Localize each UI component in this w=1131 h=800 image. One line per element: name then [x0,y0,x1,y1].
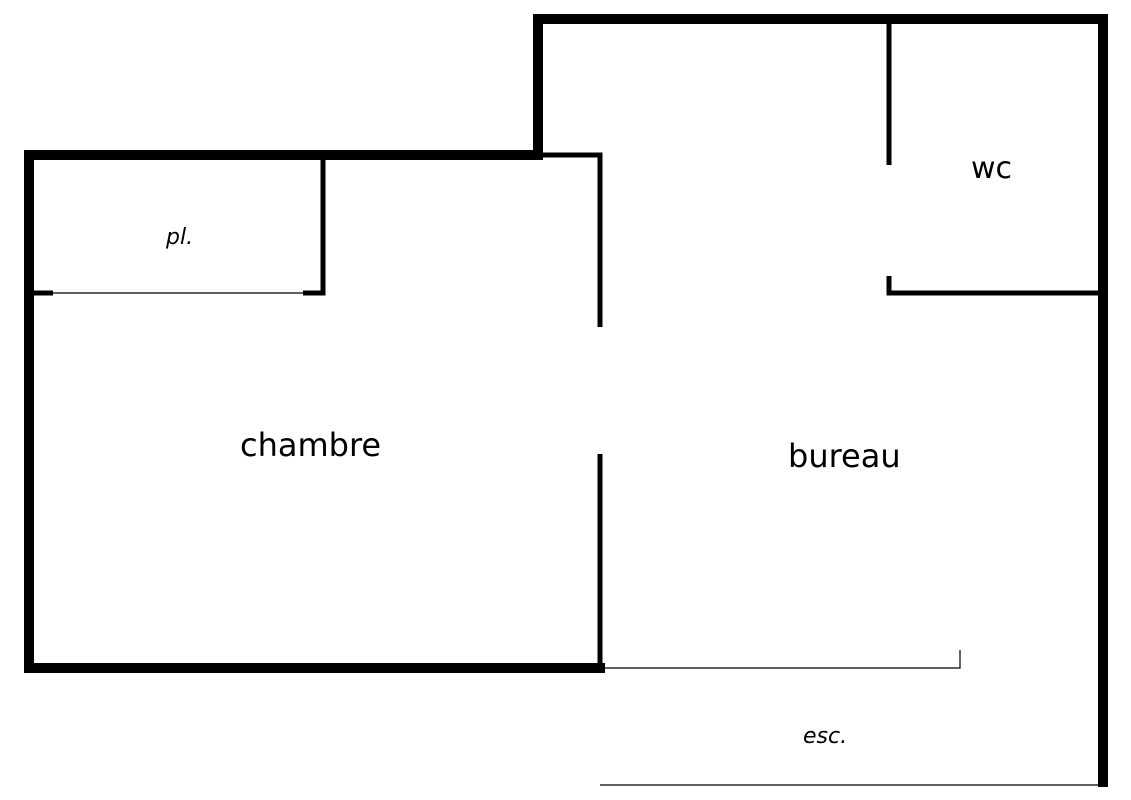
room-label-bureau: bureau [788,437,901,475]
room-label-escalier: esc. [803,724,847,749]
partition-upper [538,152,603,327]
room-label-chambre: chambre [240,426,381,464]
room-label-placard: pl. [165,225,193,250]
exterior-wall-left-room [24,150,605,673]
closet-wall [303,155,326,296]
wc-wall-lower [886,276,1103,296]
room-label-wc: wc [971,151,1012,186]
stair-top-line [600,650,961,669]
exterior-wall-right-room [533,14,1108,787]
